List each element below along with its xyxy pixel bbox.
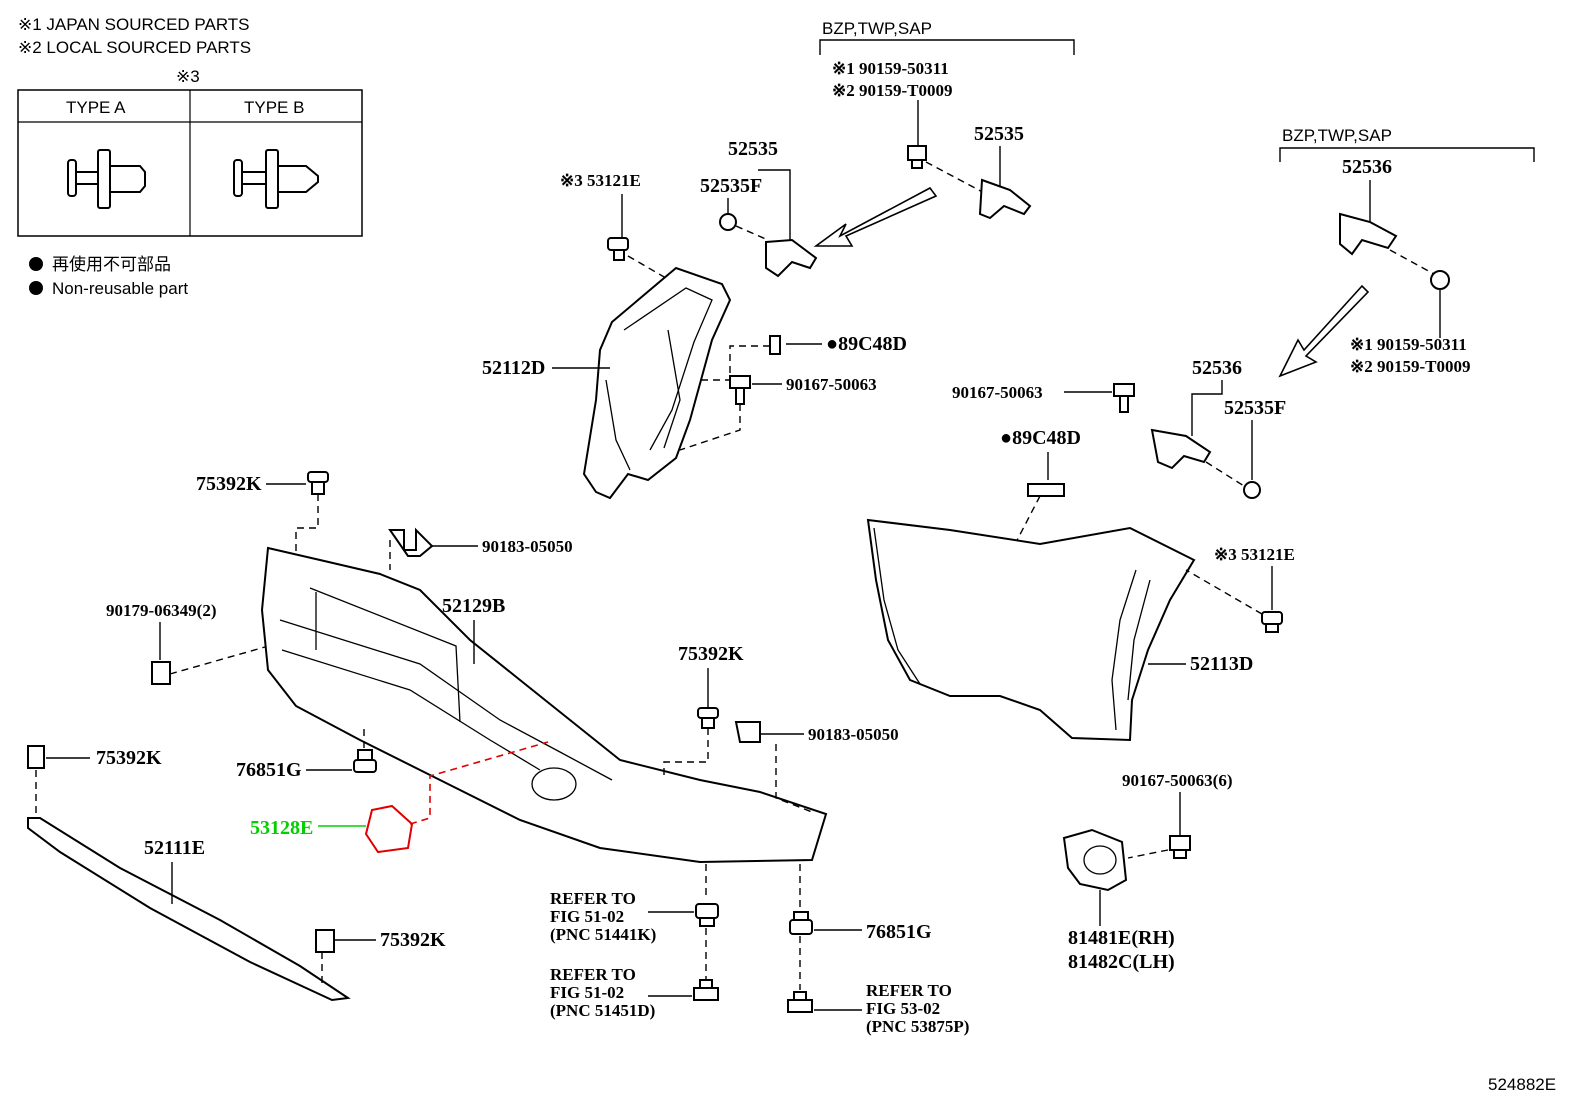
part-label-81482C-LH[interactable]: 81482C(LH) [1068,951,1175,973]
part-label-90167-50063-right[interactable]: 90167-50063 [952,383,1043,402]
part-label-53121E-right[interactable]: ※3 53121E [1214,545,1295,564]
part-label-52535F-right[interactable]: 52535F [1224,397,1286,419]
bolt-icon [1243,481,1261,499]
part-label-90159-50311-left[interactable]: ※1 90159-50311 [832,59,949,78]
figure-id: 524882E [1488,1075,1556,1094]
bolt-icon [1169,835,1191,859]
bolt-icon [907,145,927,169]
part-label-53121E-left[interactable]: ※3 53121E [560,171,641,190]
note-japan-sourced: ※1 JAPAN SOURCED PARTS [18,15,250,34]
part-label-76851G-right[interactable]: 76851G [866,921,932,943]
group-label-right: BZP,TWP,SAP [1282,126,1392,145]
clip-type-table: TYPE A TYPE B [17,89,363,237]
part-label-90183-05050-mid[interactable]: 90183-05050 [808,725,899,744]
part-label-75392K-mid[interactable]: 75392K [678,643,744,665]
fog-bezel-ring [1083,845,1117,875]
part-label-75392K-left[interactable]: 75392K [96,747,162,769]
part-label-52111E[interactable]: 52111E [144,837,205,859]
part-label-52112D[interactable]: 52112D [482,357,545,379]
retainer-89C48D-icon [1027,483,1065,497]
fender-liner-52112D[interactable] [582,266,732,500]
bracket-52536-icon [1339,212,1398,256]
part-label-52129B[interactable]: 52129B [442,595,505,617]
retainer-89C48D-icon [769,335,781,355]
fog-cover-53128E[interactable] [364,804,414,854]
clip-icon [353,749,377,773]
part-label-81481E-RH[interactable]: 81481E(RH) [1068,927,1175,949]
nut-90179-icon [151,661,171,685]
type-a-label: TYPE A [66,98,126,117]
part-label-52536[interactable]: 52536 [1192,357,1242,379]
part-label-90159-50311-right[interactable]: ※1 90159-50311 [1350,335,1467,354]
part-label-52113D[interactable]: 52113D [1190,653,1253,675]
bracket-52535-icon [978,178,1032,220]
clip-icon [1261,611,1283,633]
molding-52111E[interactable] [27,817,351,1002]
group-label-left: BZP,TWP,SAP [822,19,932,38]
part-label-76851G-left[interactable]: 76851G [236,759,302,781]
clip-icon [695,903,719,927]
part-label-90179-06349[interactable]: 90179-06349(2) [106,601,216,620]
clip-icon [697,707,719,729]
clip-icon [307,471,329,495]
clip-icon [789,911,813,935]
legend-en: Non-reusable part [52,279,188,298]
fender-52113D[interactable] [866,518,1196,742]
refer-fig-51-02-b[interactable]: REFER TO FIG 51-02 (PNC 51451D) [550,965,655,1020]
fog-lamp-opening [531,767,577,801]
part-label-90183-05050-top[interactable]: 90183-05050 [482,537,573,556]
part-label-52535-right[interactable]: 52535 [974,123,1024,145]
part-label-75392K-top[interactable]: 75392K [196,473,262,495]
part-label-90159-T0009-left[interactable]: ※2 90159-T0009 [832,81,953,100]
bolt-icon [729,375,751,405]
nut-90183-icon [734,721,761,743]
clip-75392K-icon [315,929,335,953]
refer-fig-51-02-a[interactable]: REFER TO FIG 51-02 (PNC 51441K) [550,889,656,944]
clip-75392K-icon [27,745,45,769]
part-label-75392K-bottom[interactable]: 75392K [380,929,446,951]
part-label-52535F-left[interactable]: 52535F [700,175,762,197]
note-local-sourced: ※2 LOCAL SOURCED PARTS [18,38,251,57]
part-label-53128E[interactable]: 53128E [250,817,313,839]
clip-type-a-icon [67,149,146,209]
refer-fig-53-02[interactable]: REFER TO FIG 53-02 (PNC 53875P) [866,981,969,1036]
type-table-mark: ※3 [176,67,200,86]
clip-icon [607,237,629,261]
part-label-89C48D-right[interactable]: ●89C48D [1000,427,1081,449]
legend-jp: 再使用不可部品 [52,254,171,274]
type-b-label: TYPE B [244,98,304,117]
bracket-52535-icon [765,238,818,278]
bumper-cover-52129B[interactable] [260,546,828,864]
bolt-icon [1113,383,1135,413]
part-label-52535[interactable]: 52535 [728,138,778,160]
fog-bezel-81481E[interactable] [1062,828,1128,892]
bolt-icon [693,979,719,1001]
part-label-89C48D-left[interactable]: ●89C48D [826,333,907,355]
non-reusable-dot-icon [29,281,43,295]
bolt-icon [1430,270,1450,290]
group-bracket-right [1279,147,1535,162]
arrow-icon [1278,284,1370,378]
part-label-90167-50063-6[interactable]: 90167-50063(6) [1122,771,1232,790]
bracket-52536-icon [1150,428,1212,470]
bolt-icon [787,991,813,1013]
non-reusable-dot-icon [29,257,43,271]
nut-90183-icon [388,527,434,557]
clip-type-b-icon [233,149,319,209]
bolt-icon [719,213,737,231]
part-label-52536-top[interactable]: 52536 [1342,156,1392,178]
part-label-90167-50063-left[interactable]: 90167-50063 [786,375,877,394]
group-bracket-left [819,39,1075,55]
arrow-icon [813,186,938,247]
part-label-90159-T0009-right[interactable]: ※2 90159-T0009 [1350,357,1471,376]
